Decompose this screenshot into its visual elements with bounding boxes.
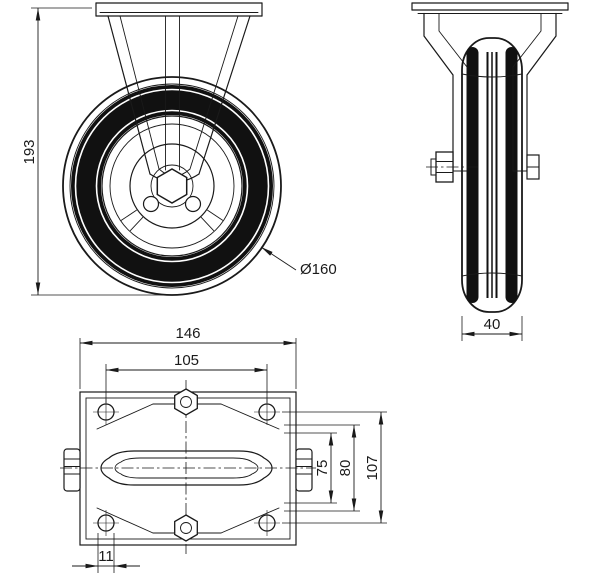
side-fork [95, 2, 263, 204]
rim-step [109, 123, 235, 249]
front-leg-inner-left [438, 13, 468, 172]
tire-outline [62, 76, 282, 296]
front-mounting-plate [411, 2, 569, 14]
tire-highlight-inner [95, 109, 249, 263]
dim-hole-spacing-width-group: 105 [105, 352, 268, 403]
dim-plate-width: 146 [175, 325, 200, 342]
plan-hex-nut-top [174, 388, 198, 416]
fork-leg-outer-right [198, 15, 251, 175]
dim-hole-spacing-depth-max: 80 [337, 460, 354, 477]
dim-hole-spacing-width: 105 [174, 352, 199, 369]
hub-boss [150, 164, 194, 208]
wheel-front-outline [461, 37, 523, 313]
fork-leg-outer-left [107, 15, 151, 175]
tire-rubber-band [71, 85, 273, 287]
rim-spokes [120, 209, 224, 232]
bolt-holes [93, 399, 280, 536]
dim-overall-height: 193 [21, 139, 38, 164]
view-side: 193 Ø160 [21, 2, 337, 296]
dim-plate-depth: 107 [364, 455, 381, 480]
axle-tab-left [63, 448, 81, 492]
rim-bolt-hole-right [184, 195, 202, 213]
side-mounting-plate [95, 2, 263, 17]
dim-hole-spacing-depth-min: 75 [314, 460, 331, 477]
center-slot-outer [100, 450, 273, 486]
plate-outline-group [60, 380, 316, 554]
front-leg-outer-left [423, 12, 454, 172]
front-leg-inner-right [512, 13, 542, 172]
tire-shoulder-bottom [461, 272, 523, 277]
view-plan: 146 105 75 80 107 [60, 325, 387, 573]
plate-fold-lines [96, 403, 280, 534]
dim-hole-width-group: 11 [72, 533, 140, 573]
front-wheel [461, 37, 523, 313]
dim-wheel-width: 40 [484, 316, 501, 333]
tire-highlight-outer [74, 88, 270, 284]
dim-plate-width-group: 146 [79, 325, 297, 389]
hole-center-marks [93, 399, 280, 536]
dim-hole-width: 11 [98, 548, 114, 565]
rim-outer [101, 115, 243, 257]
plan-hex-nut-bottom [174, 514, 198, 542]
front-leg-outer-right [526, 12, 557, 172]
dim-hole-spacing-depth-max-group: 80 [284, 424, 360, 512]
axle-tab-right [295, 448, 313, 492]
hub-face [129, 143, 215, 229]
side-wheel [62, 76, 282, 296]
view-front: 40 [411, 2, 569, 341]
fork-leg-inner-right [189, 15, 239, 170]
tire-inner-edge [69, 83, 275, 289]
rim-bolt-hole-left [142, 195, 160, 213]
center-slot-inner [114, 457, 259, 479]
dim-wheel-diameter: Ø160 [300, 261, 337, 278]
tread-band-right [505, 47, 518, 303]
dim-overall-height-group: 193 [21, 7, 166, 296]
front-fork-legs [423, 12, 557, 172]
axle-hex-nut [156, 168, 188, 204]
dim-plate-depth-group: 107 [282, 411, 387, 524]
dim-hole-spacing-depth-min-group: 75 [284, 432, 337, 504]
fork-leg-inner-left [119, 15, 160, 170]
dim-wheel-diameter-group: Ø160 [260, 246, 337, 278]
tread-band-left [466, 47, 479, 303]
dim-wheel-width-group: 40 [461, 316, 523, 341]
front-axle [426, 151, 540, 183]
